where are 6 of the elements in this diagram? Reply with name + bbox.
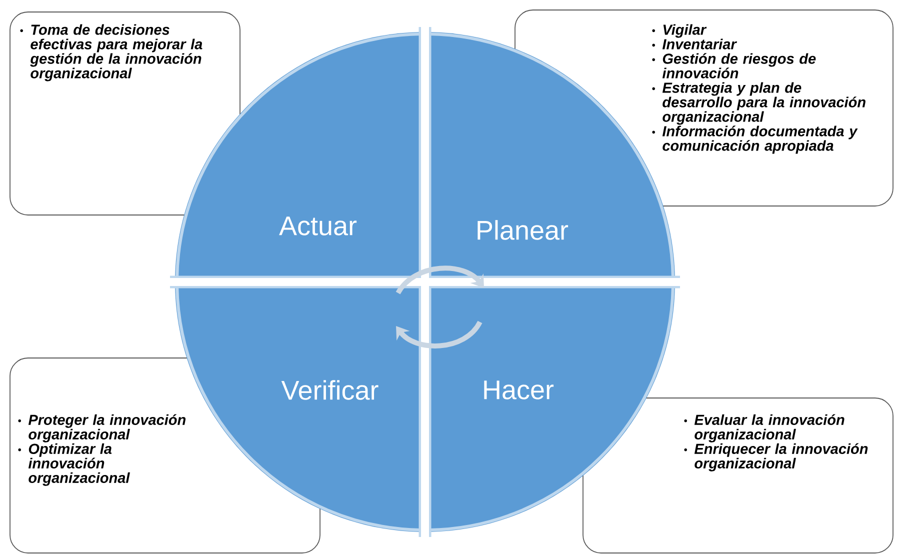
bullet-item: Optimizar la innovación organizacional	[28, 443, 130, 486]
bullet-item: Enriquecer la innovación organizacional	[694, 443, 868, 472]
text-box	[582, 398, 894, 554]
quadrant-sector: Hacer	[429, 286, 680, 537]
text-box	[10, 12, 240, 216]
bullet-item: Evaluar la innovación organizacional	[694, 414, 844, 442]
